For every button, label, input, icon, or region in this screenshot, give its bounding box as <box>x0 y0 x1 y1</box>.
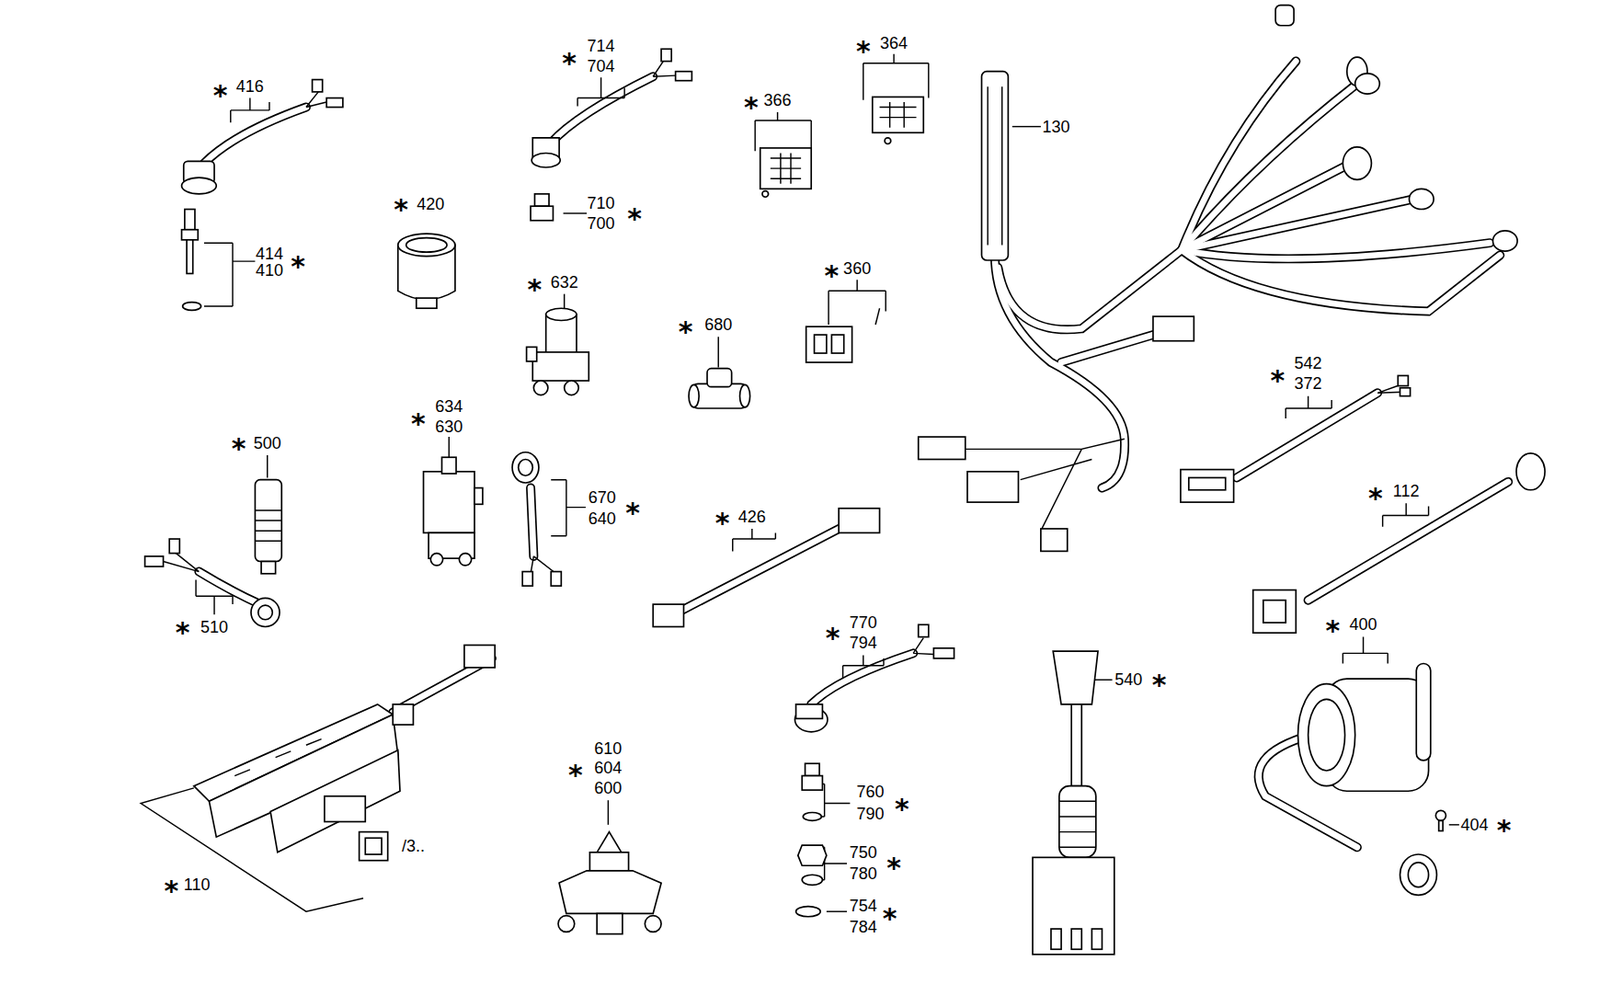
asterisk-mark: * <box>627 202 642 235</box>
callout-number: 110 <box>183 875 211 895</box>
callout-number: 112 <box>1393 480 1420 501</box>
callout-number: 420 <box>416 194 445 214</box>
callout-number: 632 <box>550 273 579 293</box>
asterisk-mark: * <box>678 315 694 348</box>
asterisk-mark: * <box>175 615 191 648</box>
asterisk-mark: * <box>393 193 409 226</box>
asterisk-mark: * <box>1269 364 1285 397</box>
callout-number: 680 <box>704 314 732 334</box>
asterisk-mark: * <box>527 272 543 305</box>
asterisk-mark: * <box>1368 481 1383 515</box>
callout-number: 510 <box>200 617 229 637</box>
callout-number: 426 <box>738 506 766 526</box>
callout-number: 794 <box>849 633 878 653</box>
asterisk-mark: * <box>824 259 840 292</box>
callout-number: 630 <box>434 416 463 436</box>
callout-number: 750 <box>849 842 878 862</box>
callout-number: 634 <box>434 396 463 416</box>
callout-number: 404 <box>1460 814 1488 835</box>
callout-number: 640 <box>588 508 617 528</box>
callout-number: 410 <box>255 261 284 281</box>
callout-number: 770 <box>849 613 878 633</box>
asterisk-mark: * <box>856 34 871 68</box>
asterisk-mark: * <box>561 46 577 80</box>
callout-number: 366 <box>764 90 792 110</box>
asterisk-mark: * <box>1152 668 1167 701</box>
callout-number: 784 <box>849 916 878 937</box>
asterisk-mark: * <box>715 505 731 538</box>
asterisk-mark: * <box>1325 614 1340 647</box>
callout-number: 500 <box>253 433 282 453</box>
asterisk-mark: * <box>825 621 841 654</box>
callout-number: 670 <box>588 487 617 507</box>
callout-number: 754 <box>849 895 878 915</box>
callout-number: 714 <box>587 35 616 56</box>
callout-number: 610 <box>594 738 622 758</box>
asterisk-mark: * <box>411 407 426 440</box>
callout-number: 416 <box>236 77 264 97</box>
asterisk-mark: * <box>625 495 640 528</box>
callout-number: 130 <box>1042 116 1071 137</box>
callout-number: 760 <box>857 782 885 802</box>
callout-number: 540 <box>1114 670 1143 690</box>
callout-number: 600 <box>594 777 622 798</box>
callout-number: 700 <box>587 214 616 234</box>
callout-number: 704 <box>587 57 616 77</box>
callout-number: /3.. <box>401 836 425 857</box>
asterisk-mark: * <box>882 902 898 935</box>
asterisk-mark: * <box>1497 813 1512 846</box>
asterisk-mark: * <box>164 874 180 907</box>
callout-number: 372 <box>1294 374 1323 394</box>
asterisk-mark: * <box>743 91 759 124</box>
asterisk-mark: * <box>568 758 583 791</box>
asterisk-mark: * <box>894 791 910 824</box>
callout-number: 364 <box>880 33 908 53</box>
callout-number: 360 <box>843 258 871 278</box>
callout-number: 604 <box>594 757 622 778</box>
asterisk-mark: * <box>886 851 902 884</box>
asterisk-mark: * <box>231 431 247 464</box>
asterisk-mark: * <box>213 78 229 111</box>
callout-number: 400 <box>1349 615 1378 635</box>
callout-number: 790 <box>857 803 885 823</box>
callout-number: 542 <box>1294 354 1323 374</box>
asterisk-mark: * <box>290 250 306 283</box>
callout-number: 710 <box>587 193 616 213</box>
callout-number: 780 <box>849 864 878 884</box>
